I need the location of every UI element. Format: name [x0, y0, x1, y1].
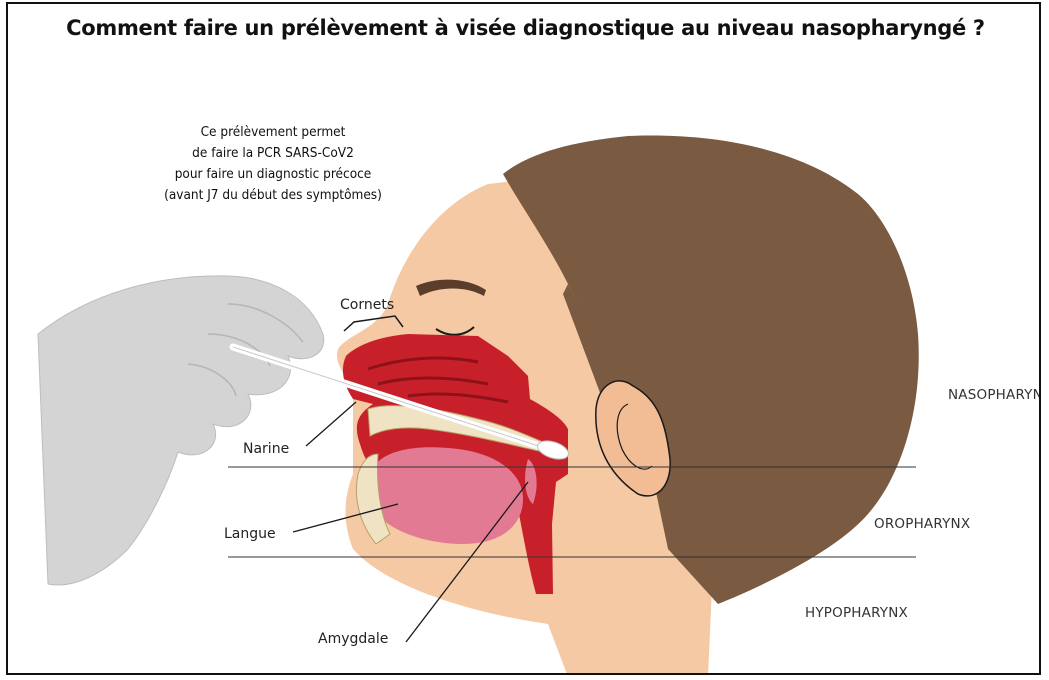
zone-hypopharynx: HYPOPHARYNX [805, 605, 908, 621]
label-amygdale: Amygdale [318, 631, 388, 647]
head-illustration [8, 4, 1041, 675]
zone-nasopharynx: NASOPHARYNX [948, 387, 1041, 403]
label-langue: Langue [224, 526, 276, 542]
label-narine: Narine [243, 441, 289, 457]
diagram-frame: Comment faire un prélèvement à visée dia… [6, 2, 1041, 675]
zone-oropharynx: OROPHARYNX [874, 516, 970, 532]
label-cornets: Cornets [340, 297, 394, 313]
narine-pointer [306, 402, 356, 446]
